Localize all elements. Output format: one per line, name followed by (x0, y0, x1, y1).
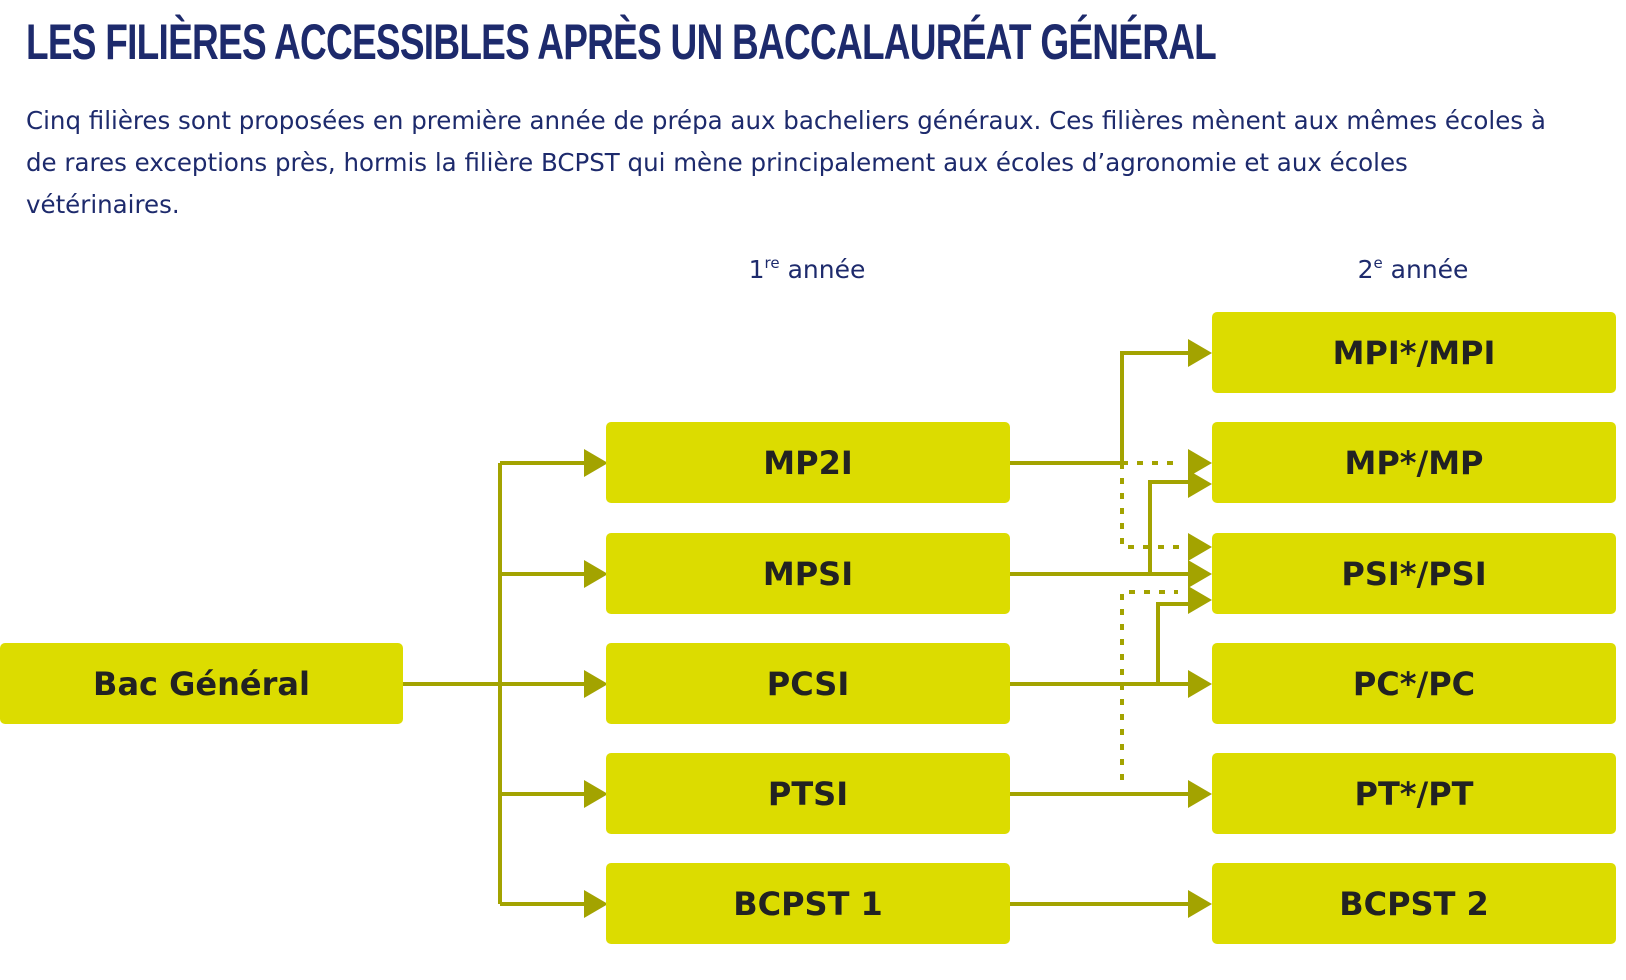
column-label-second-year: 2e année (1358, 254, 1469, 284)
arrowhead-mp2i (584, 449, 608, 477)
arrowhead-mp (1188, 470, 1212, 498)
node-bac-general: Bac Général (0, 643, 403, 724)
node-mpi: MPI*/MPI (1212, 312, 1616, 393)
arrowhead-bcpst1 (584, 890, 608, 918)
arrowhead-mpi (1188, 339, 1212, 367)
connector-mp2i-psi-dotted (1120, 463, 1192, 549)
arrowhead-psi (1188, 560, 1212, 588)
node-bcpst2: BCPST 2 (1212, 863, 1616, 944)
arrowhead-psi-dotted (1188, 533, 1212, 561)
page-title: LES FILIÈRES ACCESSIBLES APRÈS UN BACCAL… (26, 14, 1217, 70)
connector-mp2i-mpi (1010, 351, 1192, 465)
second-year-number: 2 (1357, 255, 1374, 284)
intro-paragraph: Cinq filières sont proposées en première… (26, 106, 1546, 219)
first-year-number: 1 (748, 255, 765, 284)
arrowhead-mpsi (584, 560, 608, 588)
column-label-first-year: 1re année (749, 254, 866, 284)
first-year-superscript: re (764, 254, 780, 272)
node-ptsi: PTSI (606, 753, 1010, 834)
node-pt: PT*/PT (1212, 753, 1616, 834)
connector-ptsi-psi-dotted (1120, 590, 1178, 780)
second-year-text: année (1382, 255, 1469, 284)
connector-pcsi-psi (1156, 602, 1192, 684)
node-psi: PSI*/PSI (1212, 533, 1616, 614)
arrowhead-mp-dotted (1188, 449, 1212, 477)
node-mp2i: MP2I (606, 422, 1010, 503)
arrowhead-ptsi (584, 780, 608, 808)
node-mpsi: MPSI (606, 533, 1010, 614)
arrowhead-psi-from-pcsi (1188, 586, 1212, 614)
arrowhead-pt (1188, 780, 1212, 808)
arrowhead-pcsi (584, 670, 608, 698)
connector-mpsi-mp (1148, 480, 1192, 574)
node-mp: MP*/MP (1212, 422, 1616, 503)
node-pc: PC*/PC (1212, 643, 1616, 724)
node-bcpst1: BCPST 1 (606, 863, 1010, 944)
node-pcsi: PCSI (606, 643, 1010, 724)
arrowhead-pc (1188, 670, 1212, 698)
second-year-superscript: e (1373, 254, 1383, 272)
first-year-text: année (779, 255, 866, 284)
arrowhead-bcpst2 (1188, 890, 1212, 918)
